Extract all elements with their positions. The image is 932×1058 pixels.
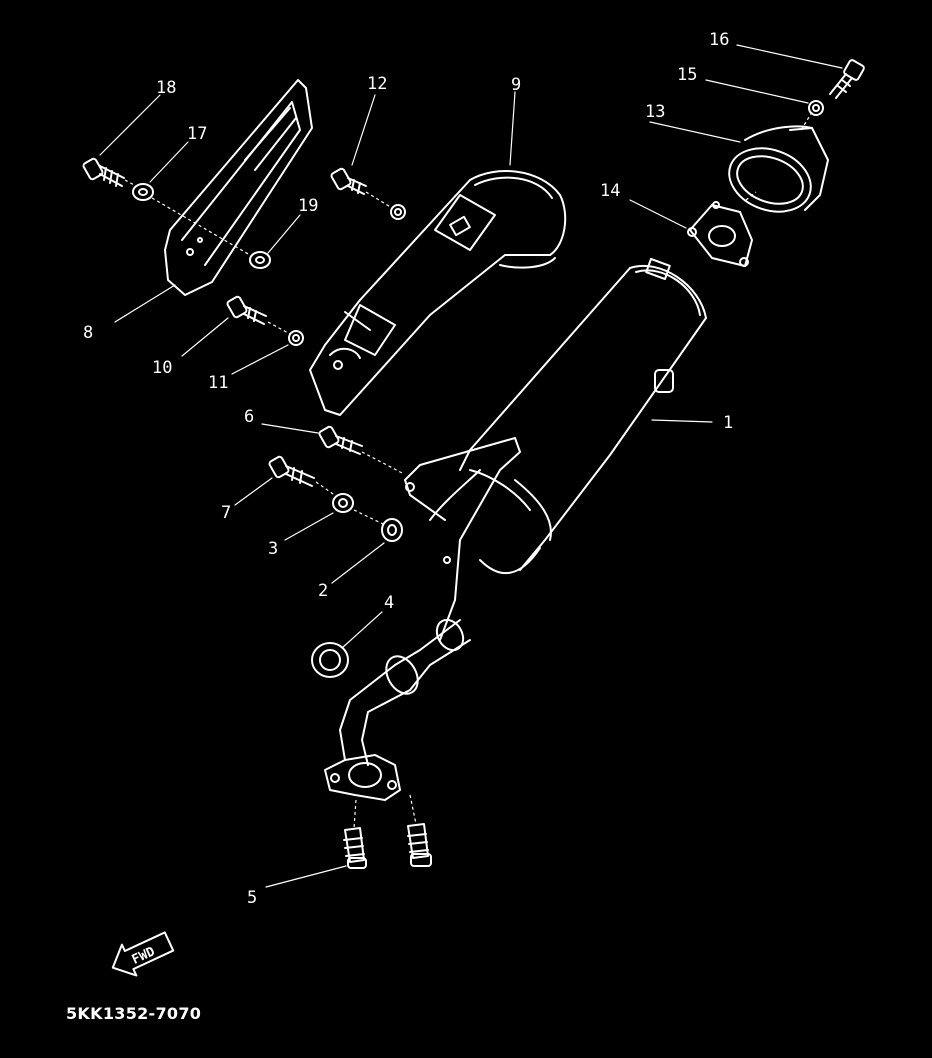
part-washer-19 xyxy=(249,251,271,269)
part-muffler-protector xyxy=(309,170,567,416)
callout-11: 11 xyxy=(208,373,228,393)
part-heat-shield-plate xyxy=(164,79,313,296)
part-exhaust-pipe xyxy=(339,618,471,766)
callout-16: 16 xyxy=(709,30,729,50)
callout-1: 1 xyxy=(723,413,733,433)
callout-13: 13 xyxy=(645,102,665,122)
part-bolt-12 xyxy=(330,167,406,220)
part-bolt-18 xyxy=(82,157,125,187)
part-bolt-5a xyxy=(343,827,367,869)
part-bolt-6 xyxy=(318,425,363,455)
callout-5: 5 xyxy=(247,888,257,908)
part-bolt-7 xyxy=(268,455,315,487)
part-end-cap-13 xyxy=(728,125,829,213)
callout-10: 10 xyxy=(152,358,172,378)
callout-15: 15 xyxy=(677,65,697,85)
part-collar-2 xyxy=(381,518,403,542)
callout-labels: 1 2 3 4 5 6 7 8 9 10 11 12 13 14 15 16 1… xyxy=(83,30,733,908)
part-bolt-16 xyxy=(829,59,865,99)
callout-9: 9 xyxy=(511,75,521,95)
callout-3: 3 xyxy=(268,539,278,559)
part-bolt-10 xyxy=(226,295,267,325)
callout-12: 12 xyxy=(367,74,387,94)
alignment-lines xyxy=(124,111,813,829)
callout-8: 8 xyxy=(83,323,93,343)
callout-17: 17 xyxy=(187,124,207,144)
part-washer-15 xyxy=(808,100,824,116)
fwd-arrow-icon: FWD xyxy=(111,931,175,977)
part-washer-11 xyxy=(288,330,304,346)
callout-14: 14 xyxy=(600,181,620,201)
part-code-label: 5KK1352-7070 xyxy=(66,1004,202,1023)
part-gasket-4 xyxy=(311,642,349,678)
callout-6: 6 xyxy=(244,407,254,427)
part-bolt-5b xyxy=(407,823,432,867)
callout-2: 2 xyxy=(318,581,328,601)
leader-lines xyxy=(99,44,843,888)
part-gasket-14 xyxy=(687,201,753,267)
part-washer-17 xyxy=(132,183,154,201)
part-pipe-flange xyxy=(324,754,401,801)
part-nut-3 xyxy=(332,493,354,513)
callout-4: 4 xyxy=(384,593,394,613)
callout-19: 19 xyxy=(298,196,318,216)
callout-18: 18 xyxy=(156,78,176,98)
callout-7: 7 xyxy=(221,503,231,523)
part-muffler xyxy=(404,258,707,641)
